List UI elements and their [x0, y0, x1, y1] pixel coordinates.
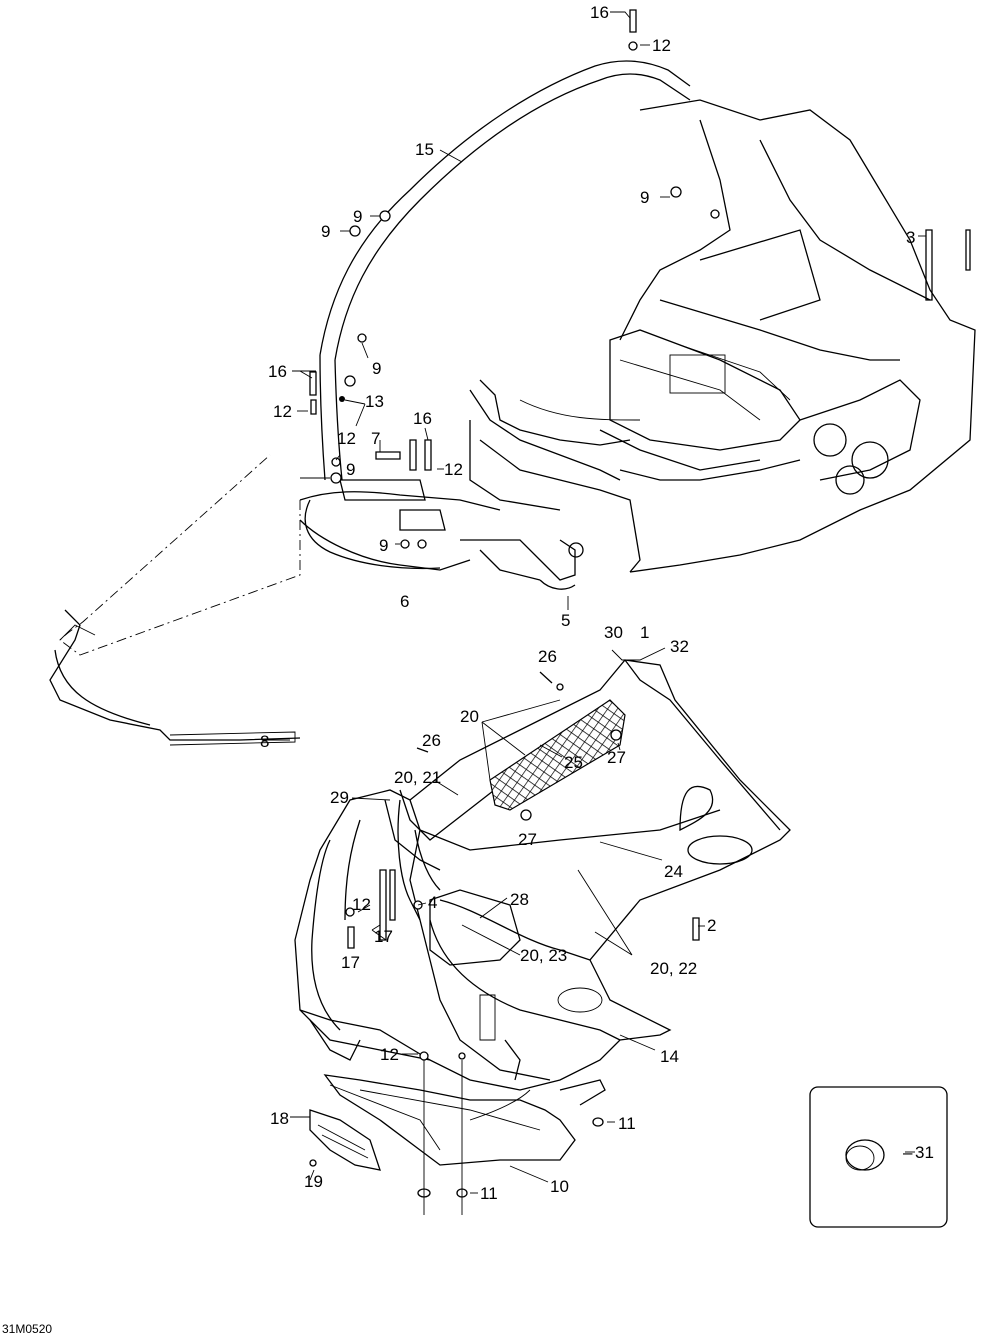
- callout-12: 12: [352, 895, 371, 914]
- skid-plate: [323, 1074, 576, 1166]
- callout-8: 8: [260, 732, 269, 751]
- skid-pad: [309, 1109, 381, 1171]
- callout-32: 32: [670, 637, 689, 656]
- callout-9: 9: [321, 222, 330, 241]
- callout-17: 17: [341, 953, 360, 972]
- belly-pan-assembly: [294, 659, 791, 1171]
- washer-top-icon: [628, 41, 638, 51]
- callout-18: 18: [270, 1109, 289, 1128]
- callout-13: 13: [365, 392, 384, 411]
- callout-9: 9: [372, 359, 381, 378]
- callout-31: 31: [915, 1143, 934, 1162]
- callout-9: 9: [346, 460, 355, 479]
- callout-12: 12: [652, 36, 671, 55]
- callout-9: 9: [640, 188, 649, 207]
- callout-24: 24: [664, 862, 683, 881]
- callout-30: 30: [604, 623, 623, 642]
- callout-labels: 16 12 15 9 9 9 3 9 16 12 13 16 12 7 12 9…: [260, 3, 915, 1203]
- belly-pan-outline: [294, 659, 791, 1091]
- callout-27: 27: [518, 830, 537, 849]
- callout-3: 3: [906, 228, 915, 247]
- callout-16: 16: [268, 362, 287, 381]
- plug-icon: [845, 1139, 885, 1171]
- callout-4: 4: [428, 893, 437, 912]
- callout-17: 17: [374, 927, 393, 946]
- frame-assembly: [49, 60, 976, 746]
- front-bumper: [59, 454, 301, 656]
- callout-31-dash: –: [903, 1143, 913, 1162]
- drawing-code: 31M0520: [2, 1322, 52, 1336]
- callout-14: 14: [660, 1047, 679, 1066]
- callout-20-21: 20, 21: [394, 768, 441, 787]
- callout-28: 28: [510, 890, 529, 909]
- callout-16: 16: [590, 3, 609, 22]
- detail-box: – 31: [809, 1086, 948, 1228]
- callout-11: 11: [618, 1114, 636, 1133]
- callout-27: 27: [607, 748, 626, 767]
- callout-15: 15: [415, 140, 434, 159]
- leader-lines: [262, 11, 926, 1215]
- callout-1: 1: [640, 623, 649, 642]
- callout-2: 2: [707, 916, 716, 935]
- callout-16: 16: [413, 409, 432, 428]
- main-frame: [629, 99, 976, 573]
- callout-12: 12: [337, 429, 356, 448]
- callout-26: 26: [422, 731, 441, 750]
- callout-12: 12: [273, 402, 292, 421]
- callout-20: 20: [460, 707, 479, 726]
- callout-10: 10: [550, 1177, 569, 1196]
- callout-9: 9: [379, 536, 388, 555]
- callout-5: 5: [561, 611, 570, 630]
- callout-19: 19: [304, 1172, 323, 1191]
- callout-12: 12: [444, 460, 463, 479]
- callout-11: 11: [480, 1184, 498, 1203]
- callout-12: 12: [380, 1045, 399, 1064]
- callout-9: 9: [353, 207, 362, 226]
- callout-20-23: 20, 23: [520, 946, 567, 965]
- fasteners: [309, 9, 971, 1198]
- upper-tube: [334, 73, 691, 361]
- bolt-top-icon: [629, 9, 637, 33]
- callout-20-22: 20, 22: [650, 959, 697, 978]
- callout-6: 6: [400, 592, 409, 611]
- callout-7: 7: [371, 429, 380, 448]
- callout-25: 25: [564, 753, 583, 772]
- callout-29: 29: [330, 788, 349, 807]
- callout-26: 26: [538, 647, 557, 666]
